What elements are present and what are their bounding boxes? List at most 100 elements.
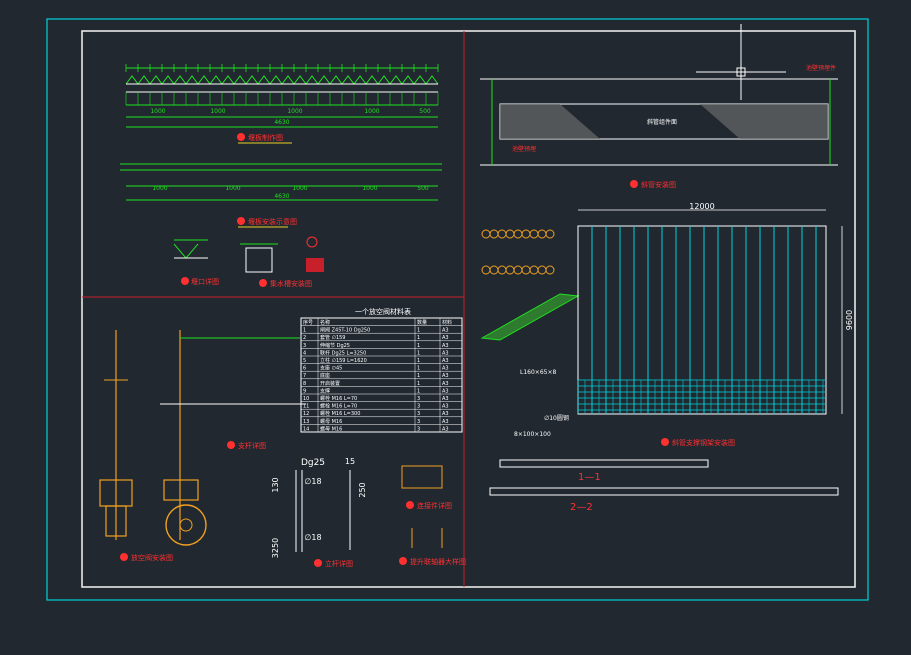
hex-tube-rows <box>481 229 555 275</box>
weir-seg-5: 500 <box>419 108 431 115</box>
connector-box <box>401 465 443 489</box>
hex-cell <box>505 265 515 275</box>
valve-install-drawing: 放空阀安装图 支杆详图 <box>99 330 306 562</box>
table-cell: 立柱 ∅159 L=1620 <box>320 357 367 364</box>
table-cell: 底座 <box>320 372 330 379</box>
connector-detail: 连接件详图 提升联轴器大样图 <box>399 465 466 566</box>
table-cell: 支撑 <box>320 387 330 394</box>
hex-cell <box>505 229 515 239</box>
section-2-beam <box>489 487 839 496</box>
table-cell: 3 <box>417 426 420 432</box>
table-cell: 螺母 M16 <box>320 418 342 425</box>
table-cell: 1 <box>417 366 420 372</box>
weir-plate-drawing: 4630 1000 1000 1000 1000 500 堰板制作图 <box>125 64 439 144</box>
table-cell: 4 <box>303 350 306 356</box>
table-header-cell: 名称 <box>320 319 330 326</box>
table-cell: 螺母 M16 <box>320 425 342 432</box>
title-marker-11 <box>399 557 407 565</box>
title-marker-1 <box>237 133 245 141</box>
title-marker-7 <box>120 553 128 561</box>
table-cell: A3 <box>442 335 449 341</box>
table-cell: 12 <box>303 411 309 417</box>
table-cell: 10 <box>303 396 309 402</box>
valve-base-left <box>105 505 127 537</box>
install-seg-1: 1000 <box>152 185 167 192</box>
install-title: 堰板安装示意图 <box>248 217 297 226</box>
table-cell: 螺栓 M16 L=300 <box>320 410 360 417</box>
table-cell: 1 <box>417 350 420 356</box>
table-cell: 1 <box>417 381 420 387</box>
valve-body-right <box>163 479 199 501</box>
table-cell: A3 <box>442 419 449 425</box>
hex-cell <box>513 265 523 275</box>
frame-width-label: 12000 <box>689 202 714 211</box>
table-cell: 13 <box>303 419 309 425</box>
table-cell: 联杆 Dg25 L=3250 <box>320 349 366 356</box>
tube-install-title: 斜管安装图 <box>641 180 676 189</box>
wall-embed-label-2: 池壁预埋 <box>512 145 536 153</box>
title-marker-8 <box>227 441 235 449</box>
title-marker-5 <box>630 180 638 188</box>
hex-cell <box>497 265 507 275</box>
plate-label: 8×100×100 <box>514 431 551 438</box>
section-1-label: 1—1 <box>578 472 601 483</box>
table-cell: 螺栓 M16 L=70 <box>320 395 357 402</box>
table-cell: 6 <box>303 366 306 372</box>
weir-title: 堰板制作图 <box>248 133 283 142</box>
table-cell: 2 <box>303 335 306 341</box>
hex-cell <box>481 229 491 239</box>
tube-install-drawing: 斜管组件面 池壁预埋件 池壁预埋 斜管安装图 <box>480 24 838 189</box>
install-seg-3: 1000 <box>292 185 307 192</box>
weir-seg-1: 1000 <box>150 108 165 115</box>
pole-title: 立杆详图 <box>325 559 353 568</box>
install-seg-2: 1000 <box>225 185 240 192</box>
valve-title: 放空阀安装图 <box>131 553 173 562</box>
notch-shape <box>173 243 199 259</box>
table-cell: A3 <box>442 404 449 410</box>
hex-cell <box>529 229 539 239</box>
title-marker-2 <box>237 217 245 225</box>
tube-components <box>480 229 580 341</box>
beam-label: L160×65×8 <box>520 369 556 376</box>
dim-ticks <box>125 64 439 105</box>
hex-cell <box>545 265 555 275</box>
dim-dg25: Dg25 <box>301 458 325 468</box>
notch-title: 堰口详图 <box>191 277 219 286</box>
hatch-right <box>700 104 828 139</box>
table-cell: 7 <box>303 373 306 379</box>
table-cell: 3 <box>417 411 420 417</box>
table-frame <box>300 317 463 433</box>
weir-install-drawing: 1000 1000 1000 1000 500 4630 堰板安装示意图 <box>120 163 442 228</box>
title-marker-4 <box>259 279 267 287</box>
weir-seg-4: 1000 <box>364 108 379 115</box>
table-cell: 14 <box>303 426 309 432</box>
install-total: 4630 <box>274 193 289 200</box>
hex-cell <box>529 265 539 275</box>
pole-detail: Dg25 ∅18 ∅18 130 3250 15 250 立杆详图 <box>271 457 367 568</box>
frame-height-label: 9600 <box>845 310 854 330</box>
table-cell: 伸缩节 Dg25 <box>320 342 350 349</box>
hex-cell <box>545 229 555 239</box>
weir-notch-detail: 堰口详图 <box>173 239 219 286</box>
hex-cell <box>513 229 523 239</box>
table-cell: 1 <box>417 358 420 364</box>
section-views: 1—1 2—2 <box>489 459 839 513</box>
title-marker-3 <box>181 277 189 285</box>
table-header-cell: 材料 <box>442 319 452 326</box>
table-cell: 套管 ∅159 <box>320 334 346 341</box>
table-cell: A3 <box>442 381 449 387</box>
table-cell: A3 <box>442 396 449 402</box>
table-cell: A3 <box>442 358 449 364</box>
dim-18b: ∅18 <box>304 533 321 542</box>
anchor-block <box>306 258 324 272</box>
table-cell: 9 <box>303 388 306 394</box>
table-cell: 3 <box>303 343 306 349</box>
table-cell: A3 <box>442 373 449 379</box>
table-header-cell: 数量 <box>417 319 427 326</box>
wall-embed-label-1: 池壁预埋件 <box>806 64 836 72</box>
outer-frame <box>46 18 869 601</box>
table-cell: A3 <box>442 343 449 349</box>
table-cell: 1 <box>417 328 420 334</box>
